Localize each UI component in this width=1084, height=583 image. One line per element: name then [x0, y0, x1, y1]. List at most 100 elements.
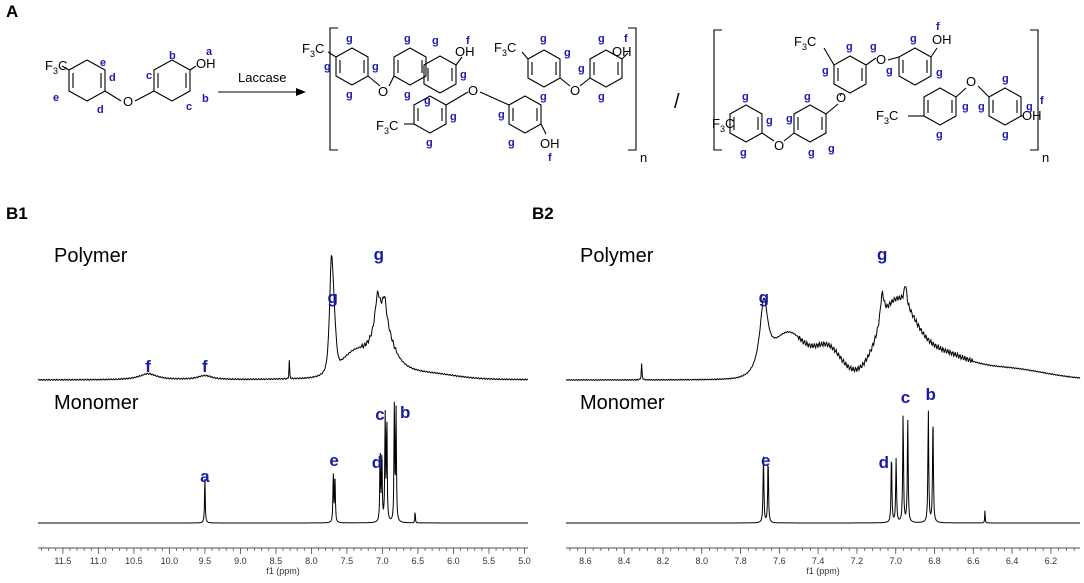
svg-text:f: f	[936, 21, 940, 33]
structure-separator: /	[674, 91, 680, 113]
cf3-group: F3C	[302, 41, 324, 59]
x-tick-label: 7.8	[734, 556, 747, 566]
repeat-subscript: n	[1042, 150, 1049, 165]
monomer-spectrum-trace	[38, 401, 528, 524]
svg-text:f: f	[466, 35, 470, 47]
ether-oxygen: O	[876, 52, 886, 67]
svg-text:f: f	[624, 33, 628, 45]
proton-label-e: e	[100, 57, 106, 69]
svg-text:g: g	[424, 95, 431, 107]
panel-label-a: A	[6, 2, 18, 21]
svg-text:g: g	[846, 41, 853, 53]
svg-text:g: g	[404, 33, 411, 45]
x-axis-label: f1 (ppm)	[806, 566, 840, 576]
proton-label-c: c	[186, 101, 192, 113]
monomer-peak-label-c: c	[901, 388, 910, 407]
reaction-arrow: Laccase	[218, 70, 306, 96]
polymer-spectrum-trace	[37, 255, 529, 382]
cf3-group: F3C	[794, 34, 816, 52]
svg-text:g: g	[498, 109, 505, 121]
monomer-structure: O F3C OH e e d d c c b b a	[45, 46, 216, 116]
svg-text:f: f	[1040, 95, 1044, 107]
monomer-peak-label-e: e	[761, 451, 770, 470]
svg-text:g: g	[786, 113, 793, 125]
svg-text:g: g	[886, 65, 893, 77]
svg-text:g: g	[910, 33, 917, 45]
svg-text:g: g	[740, 147, 747, 159]
x-tick-label: 7.5	[341, 556, 354, 566]
ether-oxygen: O	[966, 74, 976, 89]
ether-oxygen: O	[570, 83, 580, 98]
polymer-peak-label-g: g	[759, 288, 769, 307]
x-tick-label: 8.5	[270, 556, 283, 566]
svg-text:g: g	[346, 89, 353, 101]
svg-text:g: g	[962, 101, 969, 113]
svg-text:g: g	[978, 101, 985, 113]
ether-oxygen: O	[378, 84, 388, 99]
svg-text:g: g	[450, 111, 457, 123]
polymer-spectrum-trace	[565, 286, 1081, 382]
monomer-peak-label-b: b	[400, 403, 410, 422]
svg-text:g: g	[508, 137, 515, 149]
series-name-monomer: Monomer	[580, 392, 665, 414]
svg-text:g: g	[578, 63, 585, 75]
svg-text:g: g	[936, 129, 943, 141]
polymer-structure-2: n F3C O O F3C O OH F3C	[712, 21, 1049, 165]
svg-text:g: g	[540, 33, 547, 45]
svg-text:g: g	[404, 89, 411, 101]
cf3-group: F3C	[376, 118, 398, 136]
x-tick-label: 6.2	[1045, 556, 1058, 566]
polymer-structure-1: n F3C O OH F3C O OH	[302, 27, 647, 165]
cf3-group: F3C	[876, 108, 898, 126]
svg-text:g: g	[598, 91, 605, 103]
svg-text:g: g	[822, 65, 829, 77]
proton-label-b: b	[169, 50, 176, 62]
proton-label-d: d	[109, 72, 116, 84]
panel-label-b1: B1	[6, 204, 28, 223]
x-tick-label: 9.0	[234, 556, 247, 566]
proton-label-a: a	[206, 46, 213, 58]
x-tick-label: 10.0	[161, 556, 179, 566]
ether-oxygen: O	[774, 138, 784, 153]
svg-text:g: g	[324, 61, 331, 73]
x-tick-label: 6.8	[928, 556, 941, 566]
svg-text:g: g	[598, 33, 605, 45]
ether-oxygen: O	[836, 90, 846, 105]
polymer-2-proton-labels: g g g g g g g g g g g g g g g g g g g f …	[740, 21, 1044, 159]
hydroxyl-group: OH	[540, 136, 560, 151]
x-tick-label: 6.5	[412, 556, 425, 566]
x-tick-label: 9.5	[199, 556, 212, 566]
monomer-spectrum-trace	[566, 410, 1080, 524]
svg-text:g: g	[1002, 73, 1009, 85]
monomer-peak-label-b: b	[925, 385, 935, 404]
repeat-subscript: n	[640, 150, 647, 165]
x-tick-label: 11.5	[54, 556, 71, 566]
x-tick-label: 5.0	[518, 556, 531, 566]
hydroxyl-group: OH	[932, 32, 952, 47]
svg-text:g: g	[564, 47, 571, 59]
svg-text:g: g	[808, 147, 815, 159]
monomer-peak-label-d: d	[372, 453, 382, 472]
x-tick-label: 11.0	[90, 556, 107, 566]
monomer-peak-label-e: e	[329, 451, 338, 470]
hydroxyl-group: OH	[612, 44, 632, 59]
x-tick-label: 7.6	[773, 556, 786, 566]
series-name-polymer: Polymer	[580, 245, 654, 267]
proton-label-c: c	[146, 70, 152, 82]
svg-text:g: g	[1002, 129, 1009, 141]
x-tick-label: 6.0	[447, 556, 460, 566]
series-name-monomer: Monomer	[54, 392, 139, 414]
svg-text:f: f	[548, 152, 552, 164]
polymer-1-proton-labels: g g g g g g g g g g g g g g g g g g g f …	[324, 33, 628, 164]
cf3-group: F3C	[494, 40, 516, 58]
svg-text:g: g	[742, 91, 749, 103]
x-tick-label: 8.6	[579, 556, 592, 566]
svg-text:g: g	[346, 33, 353, 45]
series-name-polymer: Polymer	[54, 245, 128, 267]
svg-text:g: g	[828, 143, 835, 155]
svg-text:g: g	[804, 91, 811, 103]
